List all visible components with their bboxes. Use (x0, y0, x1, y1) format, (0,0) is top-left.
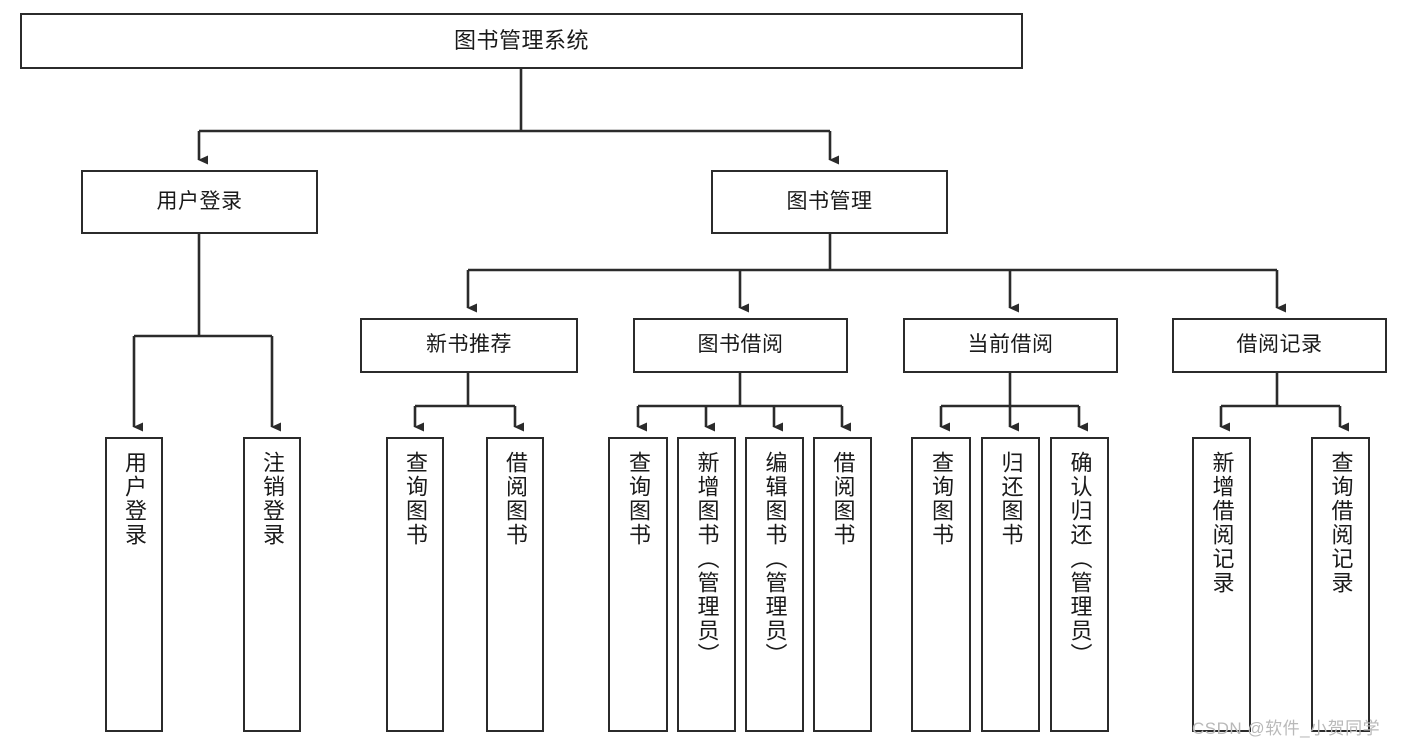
leaf-edit-book[interactable]: 编辑图书（管理员） (745, 437, 804, 732)
node-book-management-system[interactable]: 图书管理系统 (20, 13, 1023, 69)
node-label: 查询图书 (626, 451, 651, 547)
node-label: 借阅记录 (1236, 333, 1323, 357)
node-label: 用户登录 (122, 451, 147, 547)
node-label: 查询借阅记录 (1328, 451, 1354, 595)
node-label: 注销登录 (260, 451, 285, 547)
node-user-login[interactable]: 用户登录 (81, 170, 318, 234)
node-current-borrow[interactable]: 当前借阅 (903, 318, 1118, 373)
node-label: 确认归还（管理员） (1067, 451, 1093, 667)
node-label: 图书管理 (786, 189, 873, 213)
node-label: 新书推荐 (426, 333, 512, 357)
leaf-query-book-recommend[interactable]: 查询图书 (386, 437, 444, 732)
node-label: 查询图书 (403, 451, 428, 547)
node-book-borrow[interactable]: 图书借阅 (633, 318, 848, 373)
node-label: 编辑图书（管理员） (762, 451, 788, 667)
node-book-management[interactable]: 图书管理 (711, 170, 948, 234)
node-new-book-recommend[interactable]: 新书推荐 (360, 318, 578, 373)
watermark-text: CSDN @软件_小贺同学 (1192, 719, 1381, 738)
node-label: 用户登录 (156, 189, 243, 213)
node-label: 归还图书 (998, 451, 1024, 547)
leaf-borrow-book-recommend[interactable]: 借阅图书 (486, 437, 544, 732)
leaf-query-book-current[interactable]: 查询图书 (911, 437, 971, 732)
leaf-query-borrow-record[interactable]: 查询借阅记录 (1311, 437, 1370, 732)
node-label: 图书管理系统 (453, 28, 589, 54)
leaf-logout-login[interactable]: 注销登录 (243, 437, 301, 732)
node-label: 新增图书（管理员） (694, 451, 720, 667)
node-label: 当前借阅 (967, 333, 1054, 357)
leaf-return-book[interactable]: 归还图书 (981, 437, 1040, 732)
node-label: 图书借阅 (697, 333, 784, 357)
leaf-borrow-book[interactable]: 借阅图书 (813, 437, 872, 732)
node-label: 新增借阅记录 (1209, 451, 1235, 595)
node-label: 查询图书 (929, 451, 954, 547)
node-label: 借阅图书 (503, 451, 528, 547)
node-borrow-record[interactable]: 借阅记录 (1172, 318, 1387, 373)
leaf-user-login[interactable]: 用户登录 (105, 437, 163, 732)
node-label: 借阅图书 (830, 451, 856, 547)
leaf-query-book-borrow[interactable]: 查询图书 (608, 437, 668, 732)
leaf-add-book[interactable]: 新增图书（管理员） (677, 437, 736, 732)
leaf-confirm-return[interactable]: 确认归还（管理员） (1050, 437, 1109, 732)
leaf-add-borrow-record[interactable]: 新增借阅记录 (1192, 437, 1251, 732)
